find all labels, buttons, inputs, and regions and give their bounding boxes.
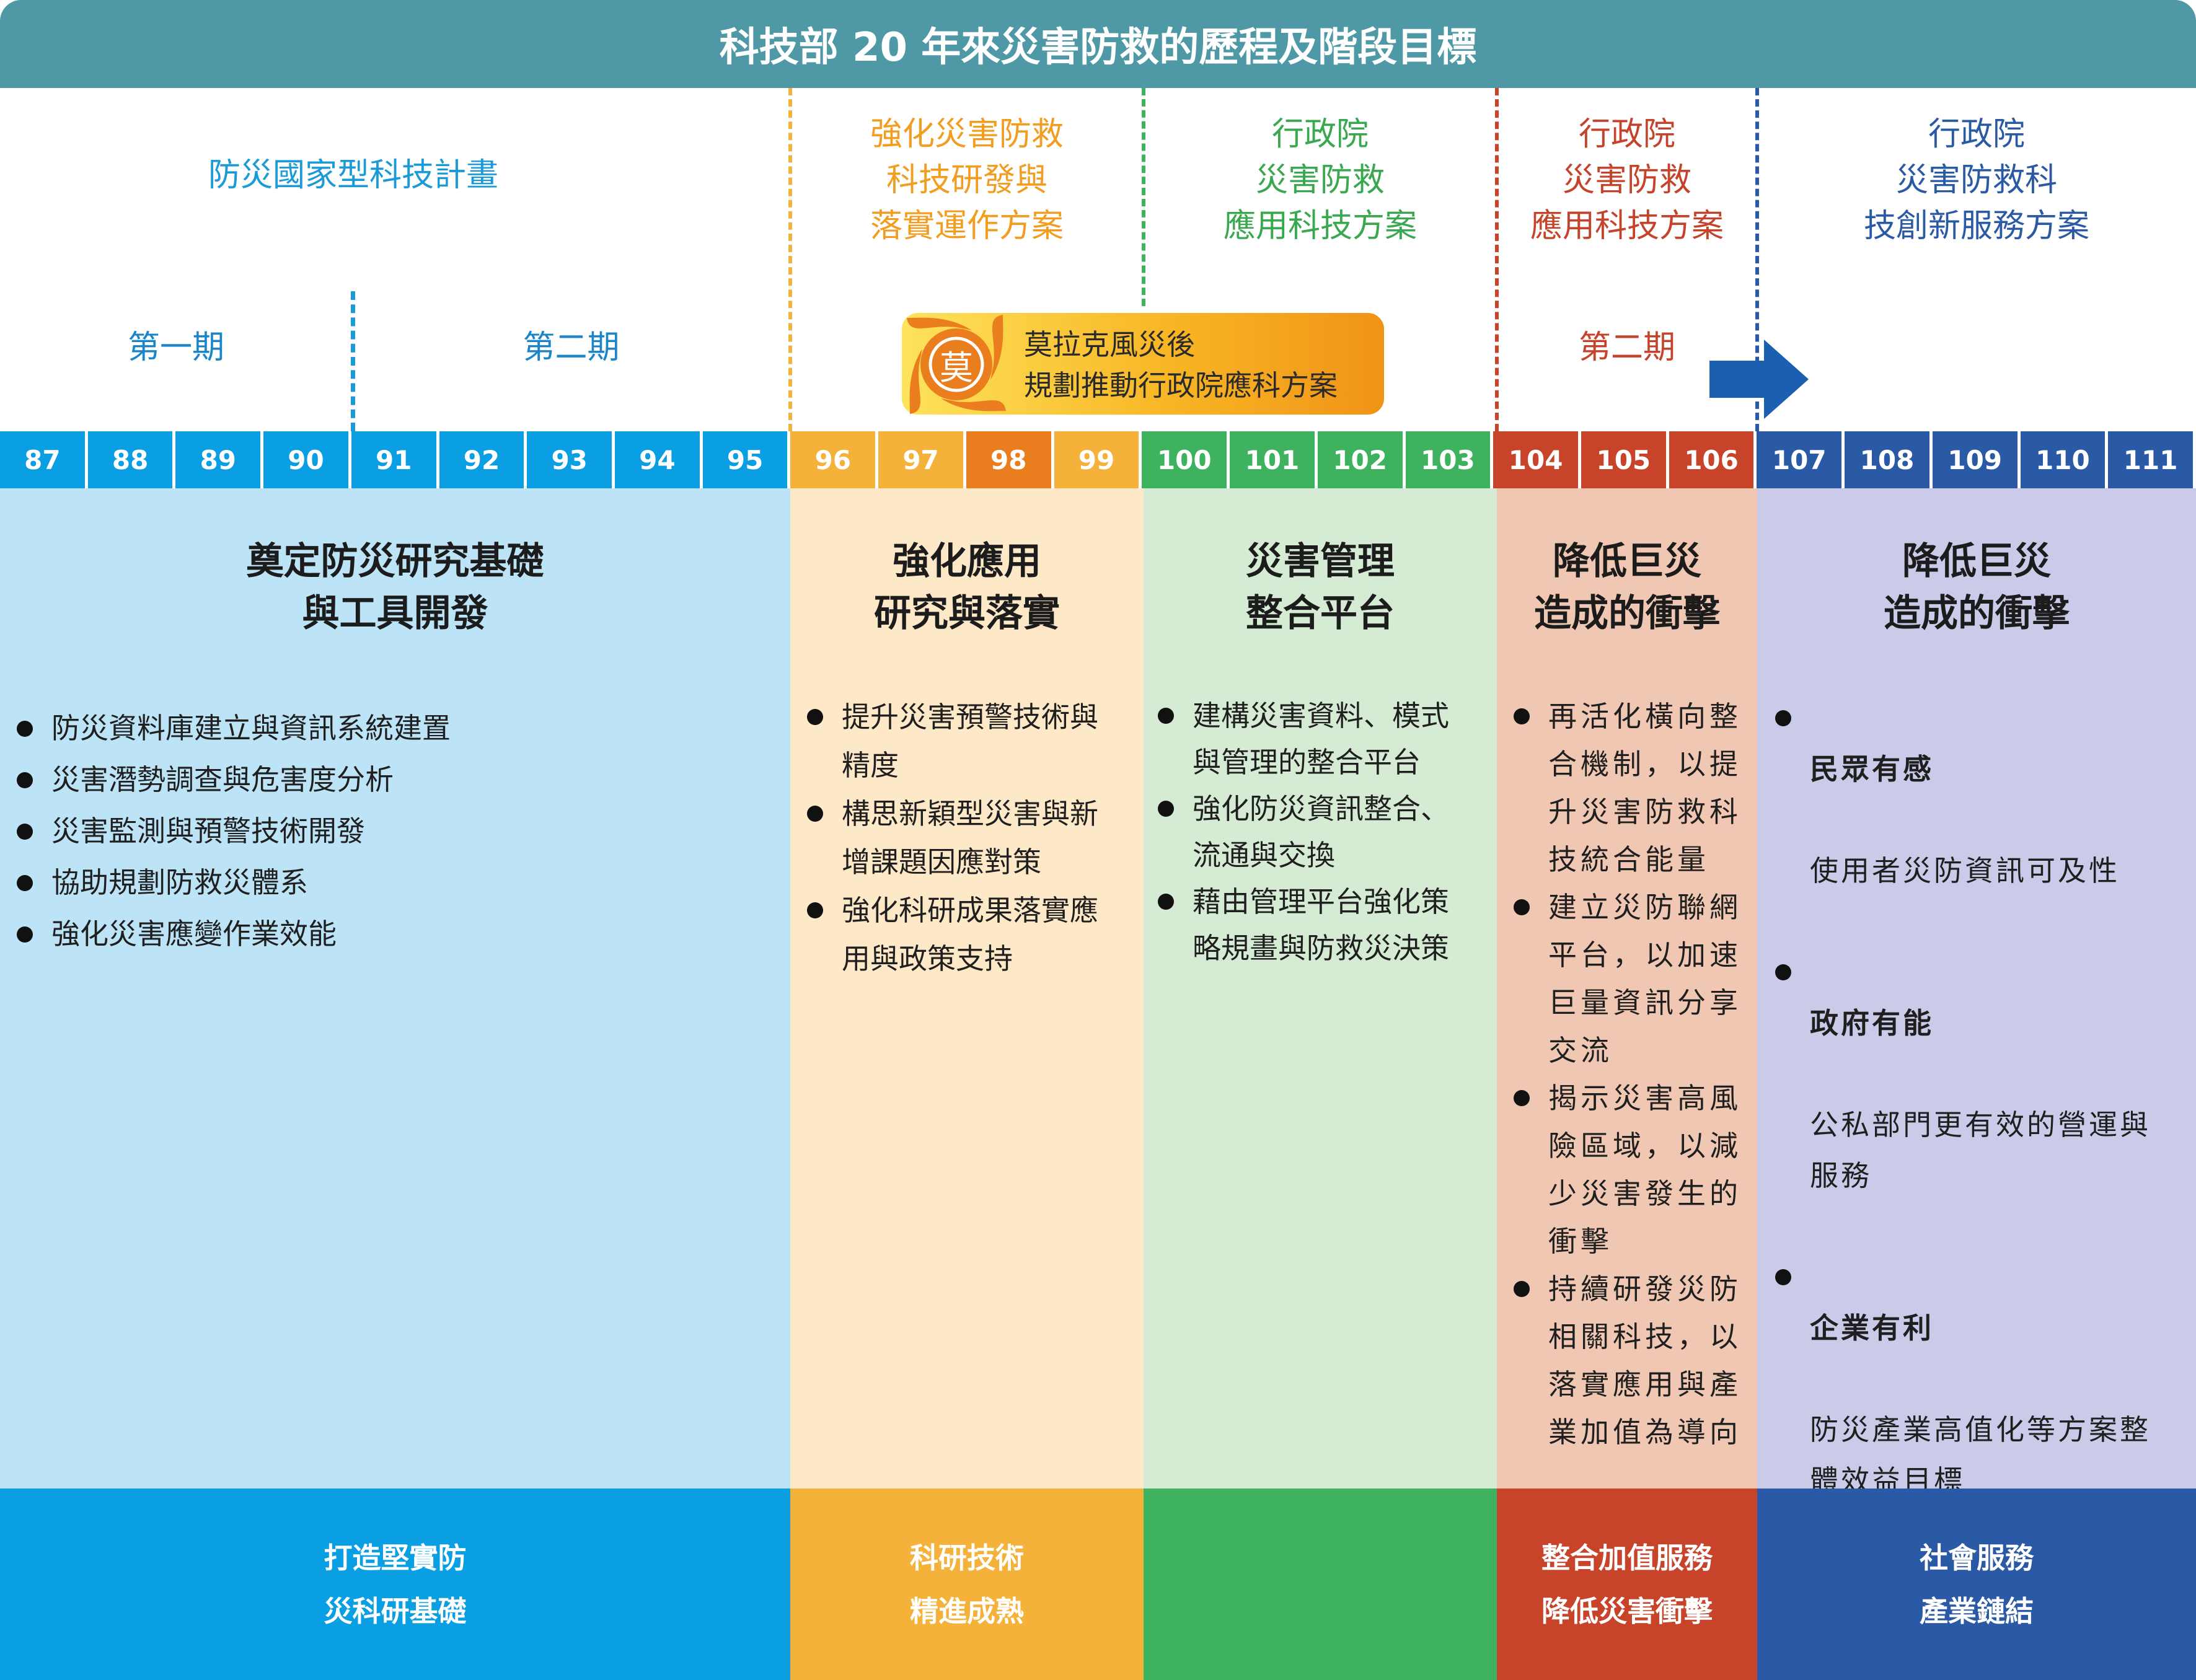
stage-3-footer (1144, 1489, 1497, 1680)
list-item: 協助規劃防救災體系 (15, 857, 784, 908)
phase-second-blue: 第二期 (523, 329, 620, 366)
phase-second-red: 第二期 (1578, 329, 1675, 366)
year-cell: 90 (263, 431, 348, 488)
year-cell: 96 (790, 431, 876, 488)
item-heading: 政府有能 (1810, 1006, 1934, 1040)
year-cell: 100 (1142, 431, 1227, 488)
divider-navy (1755, 88, 1759, 431)
year-cell: 94 (615, 431, 700, 488)
list-item: 強化科研成果落實應 用與政策支持 (806, 886, 1140, 983)
year-cell: 111 (2108, 431, 2193, 488)
plan-executive-yuan-innovation: 行政院 災害防救科 技創新服務方案 (1863, 116, 2089, 245)
divider-yellow (788, 88, 792, 431)
year-cell: 91 (351, 431, 436, 488)
divider-green (1142, 88, 1145, 306)
plan-executive-yuan-red: 行政院 災害防救 應用科技方案 (1530, 116, 1724, 245)
stage-5-items: 民眾有感 使用者災防資訊可及性 政府有能 公私部門更有效的營運與 服務 企業有利… (1774, 693, 2192, 1557)
stage-1-items: 防災資料庫建立與資訊系統建置 災害潛勢調查與危害度分析 災害監測與預警技術開發 … (15, 703, 784, 960)
stage-1-footer: 打造堅實防 災科研基礎 (0, 1489, 790, 1680)
year-cell: 99 (1054, 431, 1139, 488)
list-item: 揭示災害高風 險區域，以減 少災害發生的 衝擊 (1512, 1075, 1757, 1265)
year-cell: 104 (1493, 431, 1578, 488)
list-item: 民眾有感 使用者災防資訊可及性 (1774, 693, 2192, 947)
stage-4-items: 再活化橫向整 合機制，以提 升災害防救科 技統合能量 建立災防聯網 平台，以加速… (1512, 693, 1757, 1456)
year-cell: 98 (966, 431, 1051, 488)
year-cell: 87 (0, 431, 85, 488)
item-heading: 民眾有感 (1810, 752, 1934, 786)
list-item: 政府有能 公私部門更有效的營運與 服務 (1774, 947, 2192, 1252)
arrow-right-icon (1709, 340, 1809, 419)
stage-2-footer: 科研技術 精進成熟 (790, 1489, 1144, 1680)
year-cell: 105 (1581, 431, 1666, 488)
year-cell: 109 (1932, 431, 2017, 488)
list-item: 強化防災資訊整合、 流通與交換 (1157, 786, 1494, 879)
stage-4-footer: 整合加值服務 降低災害衝擊 (1497, 1489, 1757, 1680)
item-body: 公私部門更有效的營運與 服務 (1810, 1108, 2151, 1192)
page-title: 科技部 20 年來災害防救的歷程及階段目標 (0, 0, 2196, 88)
list-item: 建構災害資料、模式 與管理的整合平台 (1157, 693, 1494, 786)
stage-bg-2 (790, 488, 1144, 1489)
divider-red (1495, 88, 1499, 431)
stage-bg-4 (1497, 488, 1757, 1489)
stage-1-title: 奠定防災研究基礎 與工具開發 (246, 540, 544, 635)
year-cell: 102 (1317, 431, 1403, 488)
year-cell: 108 (1845, 431, 1929, 488)
stage-bg-1 (0, 488, 790, 1489)
stage-5-title: 降低巨災 造成的衝擊 (1884, 540, 2070, 635)
list-item: 災害監測與預警技術開發 (15, 806, 784, 857)
year-cell: 88 (87, 431, 173, 488)
stage-4-title: 降低巨災 造成的衝擊 (1534, 540, 1720, 635)
plan-strengthen-rd: 強化災害防救 科技研發與 落實運作方案 (870, 116, 1064, 245)
list-item: 強化災害應變作業效能 (15, 908, 784, 960)
year-cell: 93 (527, 431, 612, 488)
year-cell: 89 (175, 431, 261, 488)
morakot-line2: 規劃推動行政院應科方案 (1024, 369, 1338, 402)
list-item: 再活化橫向整 合機制，以提 升災害防救科 技統合能量 (1512, 693, 1757, 884)
stage-2-items: 提升災害預警技術與 精度 構思新穎型災害與新 增課題因應對策 強化科研成果落實應… (806, 693, 1140, 983)
stage-bg-5 (1757, 488, 2196, 1489)
year-cell: 92 (439, 431, 524, 488)
list-item: 藉由管理平台強化策 略規畫與防救災決策 (1157, 879, 1494, 972)
list-item: 災害潛勢調查與危害度分析 (15, 754, 784, 806)
list-item: 構思新穎型災害與新 增課題因應對策 (806, 789, 1140, 886)
list-item: 提升災害預警技術與 精度 (806, 693, 1140, 789)
year-cell: 107 (1757, 431, 1842, 488)
year-cell: 106 (1669, 431, 1754, 488)
item-heading: 企業有利 (1810, 1311, 1934, 1345)
year-cell: 101 (1230, 431, 1315, 488)
item-body: 使用者災防資訊可及性 (1810, 854, 2120, 887)
stage-5-footer: 社會服務 產業鏈結 (1757, 1489, 2196, 1680)
year-cell: 97 (878, 431, 963, 488)
plan-disaster-prevention-national: 防災國家型科技計畫 (208, 157, 498, 194)
list-item: 持續研發災防 相關科技，以 落實應用與產 業加值為導向 (1512, 1265, 1757, 1456)
phase-first: 第一期 (127, 329, 224, 366)
year-cell: 103 (1405, 431, 1491, 488)
year-cell: 95 (702, 431, 788, 488)
stage-2-title: 強化應用 研究與落實 (874, 540, 1060, 635)
year-cell: 110 (2020, 431, 2106, 488)
divider-phase-blue (351, 291, 355, 431)
typhoon-icon (907, 315, 1006, 414)
morakot-icon-char: 莫 (940, 348, 973, 387)
list-item: 建立災防聯網 平台，以加速 巨量資訊分享 交流 (1512, 884, 1757, 1075)
morakot-line1: 莫拉克風災後 (1024, 328, 1195, 361)
list-item: 防災資料庫建立與資訊系統建置 (15, 703, 784, 754)
stage-3-items: 建構災害資料、模式 與管理的整合平台 強化防災資訊整合、 流通與交換 藉由管理平… (1157, 693, 1494, 972)
plan-executive-yuan-green: 行政院 災害防救 應用科技方案 (1223, 116, 1417, 245)
stage-3-title: 災害管理 整合平台 (1246, 540, 1395, 635)
stage-bg-3 (1144, 488, 1497, 1489)
